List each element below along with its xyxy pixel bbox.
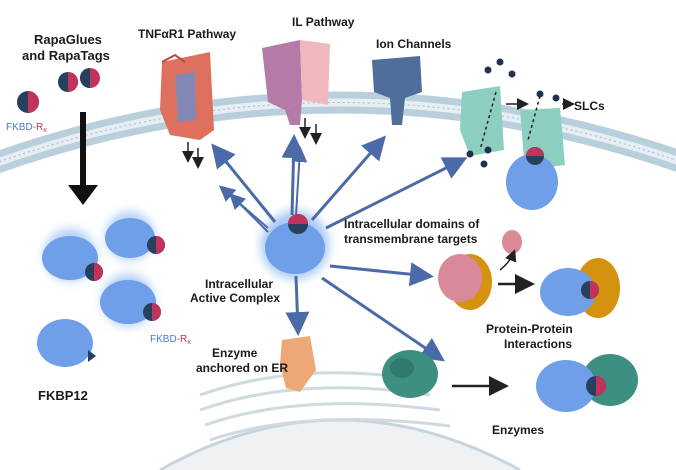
enzyme-after <box>536 354 638 412</box>
rapaglue-icon-large-2 <box>80 68 100 88</box>
slc-dashed-arrow-1 <box>479 91 497 151</box>
rapaglue-icon-large-1 <box>58 72 78 92</box>
ion-channel <box>372 56 422 125</box>
enzyme-er-label-2: anchored on ER <box>196 361 288 375</box>
active-label-2: Active Complex <box>190 291 280 305</box>
il-downstream-arrows <box>299 118 322 145</box>
active-label-1: Intracellular <box>205 277 273 291</box>
rapaglues-label: RapaGlues <box>34 32 102 47</box>
tnf-downstream-arrows <box>182 142 204 169</box>
ppi-target-after <box>540 258 620 318</box>
enzymes-label: Enzymes <box>492 423 544 437</box>
er-nucleus-region <box>159 371 521 470</box>
rapaglue-icon-fkbd <box>17 91 39 113</box>
enzyme-er-label-1: Enzyme <box>212 346 258 360</box>
il-receptor <box>262 40 330 125</box>
ppi-released-fragment <box>502 230 522 254</box>
big-black-arrow-head <box>68 185 98 205</box>
center-arrows <box>211 134 468 362</box>
slc-transporter-1 <box>460 86 504 156</box>
rapatags-label: and RapaTags <box>22 48 110 63</box>
plasma-membrane <box>0 91 676 174</box>
ppi-label-2: Interactions <box>504 337 572 351</box>
fkbp12-label: FKBP12 <box>38 388 88 403</box>
enzyme-before <box>382 350 438 398</box>
intra-label-2: transmembrane targets <box>344 232 478 246</box>
fkbp12-complex-cluster <box>42 212 165 326</box>
slc-substrate-dots <box>466 58 560 168</box>
tnf-receptor <box>160 52 214 140</box>
fkbd-label-mid: FKBD-Rx <box>150 334 191 346</box>
fkbd-label-top: FKBD-Rx <box>6 122 47 134</box>
intra-label-1: Intracellular domains of <box>344 217 480 231</box>
il-label: IL Pathway <box>292 15 355 29</box>
tnf-label: TNFαR1 Pathway <box>138 27 236 41</box>
slc-fkbp-complex <box>506 147 558 210</box>
fkbp12-protein <box>37 319 96 367</box>
slcs-label: SLCs <box>574 99 605 113</box>
ppi-target-before <box>438 254 492 310</box>
er-enzyme <box>280 336 316 392</box>
ion-label: Ion Channels <box>376 37 452 51</box>
slc-dashed-arrow-2 <box>527 95 541 141</box>
ppi-label-1: Protein-Protein <box>486 322 573 336</box>
ppi-release-arrow <box>499 249 517 271</box>
active-complex <box>261 211 329 279</box>
